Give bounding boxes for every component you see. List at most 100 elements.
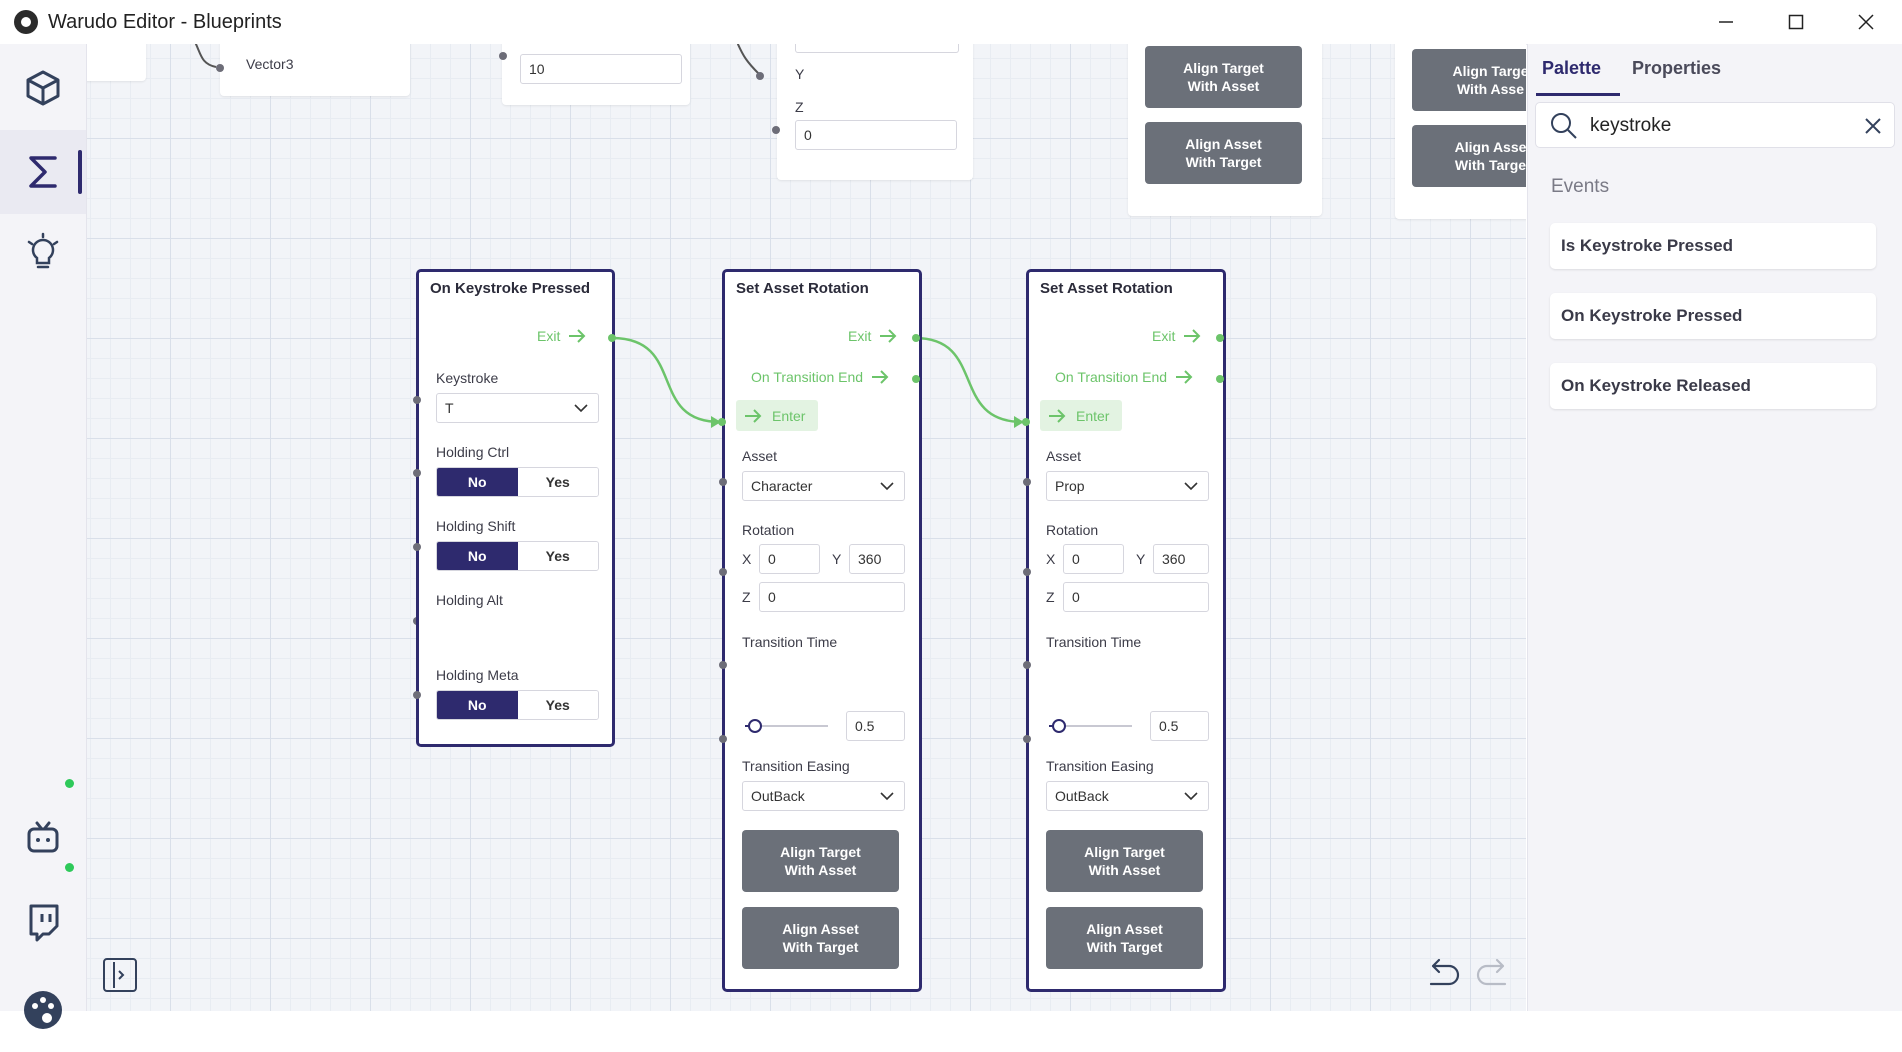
transition-end-port[interactable] bbox=[912, 375, 920, 383]
ctrl-port[interactable] bbox=[413, 469, 421, 477]
asset-port[interactable] bbox=[719, 478, 727, 486]
keystroke-select[interactable]: T bbox=[436, 393, 599, 423]
rail-bilibili-button[interactable] bbox=[0, 796, 86, 880]
arrow-right-icon bbox=[1049, 408, 1066, 423]
transition-time-input[interactable]: 0.5 bbox=[1150, 711, 1209, 741]
rotation-y-input[interactable]: 360 bbox=[1153, 544, 1209, 574]
z-input[interactable]: 0 bbox=[795, 120, 957, 150]
rotation-z-input[interactable]: 0 bbox=[759, 582, 905, 612]
align-asset-clipped-button[interactable]: Align Asse With Targe bbox=[1412, 125, 1526, 187]
rail-twitch-button[interactable] bbox=[0, 880, 86, 964]
shift-yes-option[interactable]: Yes bbox=[517, 542, 598, 570]
transition-end-output[interactable]: On Transition End bbox=[1055, 369, 1193, 385]
meta-port[interactable] bbox=[413, 691, 421, 699]
exit-output[interactable]: Exit bbox=[848, 328, 897, 344]
palette-item-is-keystroke-pressed[interactable]: Is Keystroke Pressed bbox=[1550, 223, 1876, 269]
time-port[interactable] bbox=[1023, 661, 1031, 669]
ctrl-yes-option[interactable]: Yes bbox=[517, 468, 598, 496]
rotation-z-input[interactable]: 0 bbox=[1063, 582, 1209, 612]
transition-end-port[interactable] bbox=[1216, 375, 1224, 383]
holding-ctrl-label: Holding Ctrl bbox=[436, 444, 510, 460]
ghost-node-align-2[interactable]: Align Targe With Asse Align Asse With Ta… bbox=[1395, 44, 1526, 219]
slider-knob[interactable] bbox=[1052, 719, 1067, 733]
enter-port[interactable] bbox=[1022, 418, 1030, 426]
enter-input[interactable]: Enter bbox=[736, 400, 818, 431]
rail-blueprints-button[interactable] bbox=[0, 130, 86, 214]
rotation-port[interactable] bbox=[719, 568, 727, 576]
exit-port[interactable] bbox=[912, 334, 920, 342]
meta-no-option[interactable]: No bbox=[437, 691, 518, 719]
ghost-port[interactable] bbox=[499, 52, 507, 60]
align-target-with-asset-button[interactable]: Align Target With Asset bbox=[1046, 830, 1203, 892]
redo-button[interactable] bbox=[1473, 956, 1513, 992]
holding-ctrl-toggle[interactable]: No Yes bbox=[436, 467, 599, 497]
ghost-node-1[interactable] bbox=[87, 44, 146, 81]
transition-time-label: Transition Time bbox=[742, 634, 838, 650]
rail-settings-button[interactable] bbox=[0, 968, 86, 1052]
align-target-clipped-button[interactable]: Align Targe With Asse bbox=[1412, 49, 1526, 111]
exit-port[interactable] bbox=[608, 334, 616, 342]
tab-palette[interactable]: Palette bbox=[1542, 58, 1602, 78]
minimize-button[interactable] bbox=[1690, 0, 1762, 44]
palette-item-on-keystroke-pressed[interactable]: On Keystroke Pressed bbox=[1550, 293, 1876, 339]
align-asset-with-target-button[interactable]: Align Asset With Target bbox=[1046, 907, 1203, 969]
align-target-with-asset-button[interactable]: Align Target With Asset bbox=[742, 830, 899, 892]
rotation-x-input[interactable]: 0 bbox=[759, 544, 820, 574]
transition-time-slider[interactable] bbox=[745, 725, 828, 727]
rotation-port[interactable] bbox=[1023, 568, 1031, 576]
transition-time-input[interactable]: 0.5 bbox=[846, 711, 905, 741]
easing-select[interactable]: OutBack bbox=[1046, 781, 1209, 811]
meta-yes-option[interactable]: Yes bbox=[517, 691, 598, 719]
tv-robot-icon bbox=[27, 821, 59, 853]
asset-select[interactable]: Character bbox=[742, 471, 905, 501]
time-port[interactable] bbox=[719, 661, 727, 669]
ghost-node-align[interactable]: Align Target With Asset Align Asset With… bbox=[1128, 44, 1322, 216]
rail-scene-button[interactable] bbox=[0, 46, 86, 130]
close-button[interactable] bbox=[1830, 0, 1902, 44]
value-input[interactable]: 10 bbox=[520, 54, 682, 84]
ghost-node-number[interactable]: 10 bbox=[502, 44, 690, 105]
transition-end-output[interactable]: On Transition End bbox=[751, 369, 889, 385]
easing-select[interactable]: OutBack bbox=[742, 781, 905, 811]
ctrl-no-option[interactable]: No bbox=[437, 468, 518, 496]
search-input[interactable]: keystroke bbox=[1590, 115, 1672, 136]
enter-input[interactable]: Enter bbox=[1040, 400, 1122, 431]
align-asset-with-target-button[interactable]: Align Asset With Target bbox=[742, 907, 899, 969]
keystroke-port[interactable] bbox=[413, 396, 421, 404]
rotation-x-input[interactable]: 0 bbox=[1063, 544, 1124, 574]
maximize-button[interactable] bbox=[1760, 0, 1832, 44]
exit-output[interactable]: Exit bbox=[537, 328, 586, 344]
ghost-input-top[interactable] bbox=[795, 44, 959, 53]
asset-select[interactable]: Prop bbox=[1046, 471, 1209, 501]
clear-search-icon[interactable] bbox=[1864, 117, 1882, 135]
shift-port[interactable] bbox=[413, 543, 421, 551]
asset-port[interactable] bbox=[1023, 478, 1031, 486]
ghost-node-vector[interactable]: Y Z 0 bbox=[777, 44, 973, 180]
slider-knob[interactable] bbox=[748, 719, 763, 733]
easing-port[interactable] bbox=[719, 735, 727, 743]
undo-button[interactable] bbox=[1423, 956, 1463, 992]
exit-output[interactable]: Exit bbox=[1152, 328, 1201, 344]
rotation-y-input[interactable]: 360 bbox=[849, 544, 905, 574]
node-set-asset-rotation-1[interactable]: Set Asset Rotation Exit On Transition En… bbox=[722, 269, 922, 992]
easing-port[interactable] bbox=[1023, 735, 1031, 743]
shift-no-option[interactable]: No bbox=[437, 542, 518, 570]
palette-item-on-keystroke-released[interactable]: On Keystroke Released bbox=[1550, 363, 1876, 409]
holding-meta-toggle[interactable]: No Yes bbox=[436, 690, 599, 720]
exit-port[interactable] bbox=[1216, 334, 1224, 342]
ghost-node-vector3[interactable]: Vector3 bbox=[220, 44, 410, 96]
node-on-keystroke-pressed[interactable]: On Keystroke Pressed Exit Keystroke T Ho… bbox=[416, 269, 615, 662]
transition-time-slider[interactable] bbox=[1049, 725, 1132, 727]
transition-end-label: On Transition End bbox=[1055, 369, 1168, 385]
holding-shift-toggle[interactable]: No Yes bbox=[436, 541, 599, 571]
enter-port[interactable] bbox=[718, 418, 726, 426]
toggle-sidebar-button[interactable] bbox=[103, 958, 137, 992]
tab-properties[interactable]: Properties bbox=[1632, 58, 1722, 78]
palette-search[interactable]: keystroke bbox=[1535, 102, 1895, 148]
blueprint-canvas[interactable]: Vector3 10 Y Z 0 Align Target With Asset… bbox=[87, 44, 1526, 1011]
rail-onboarding-button[interactable] bbox=[0, 210, 86, 294]
ghost-port-z[interactable] bbox=[772, 126, 780, 134]
align-target-with-asset-button[interactable]: Align Target With Asset bbox=[1145, 46, 1302, 108]
align-asset-with-target-button[interactable]: Align Asset With Target bbox=[1145, 122, 1302, 184]
node-set-asset-rotation-2[interactable]: Set Asset Rotation Exit On Transition En… bbox=[1026, 269, 1226, 992]
